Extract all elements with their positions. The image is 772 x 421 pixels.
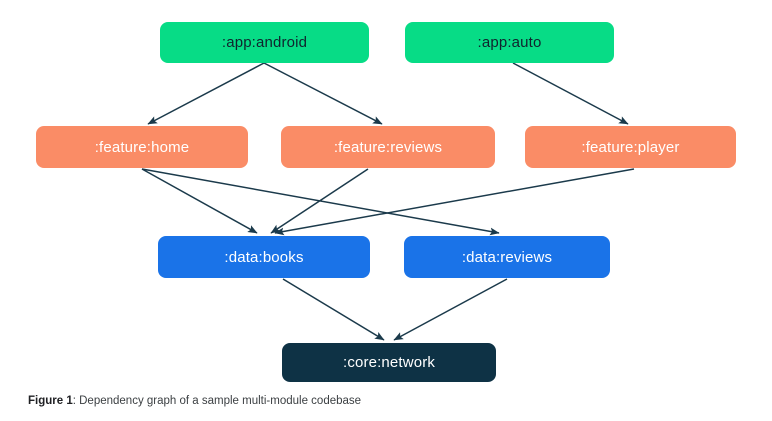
node-feature-home[interactable]: :feature:home [36, 126, 248, 168]
edge-app-android-to-feature-home [147, 62, 265, 125]
node-label: :data:books [224, 248, 304, 266]
figure-caption: Figure 1: Dependency graph of a sample m… [28, 394, 361, 410]
node-data-reviews[interactable]: :data:reviews [404, 236, 610, 278]
node-label: :core:network [343, 354, 435, 371]
node-app-android[interactable]: :app:android [160, 22, 369, 63]
node-label: :data:reviews [461, 248, 553, 266]
node-app-auto[interactable]: :app:auto [405, 22, 614, 63]
node-label: :feature:player [581, 138, 680, 156]
edge-data-books-to-core-network [282, 278, 385, 341]
dependency-graph-figure: :app:android :app:auto :feature:home :fe… [36, 22, 736, 382]
node-data-books[interactable]: :data:books [158, 236, 370, 278]
dependency-edges [141, 62, 635, 341]
node-label: :app:android [221, 34, 308, 51]
edge-data-reviews-to-core-network [393, 278, 508, 341]
edge-feature-home-to-data-reviews [141, 168, 500, 236]
node-label: :feature:reviews [333, 138, 443, 156]
node-feature-reviews[interactable]: :feature:reviews [281, 126, 495, 168]
edge-app-android-to-feature-reviews [263, 62, 383, 125]
node-label: :app:auto [477, 34, 542, 51]
edge-feature-player-to-data-books [274, 168, 635, 236]
edge-feature-reviews-to-data-books [270, 168, 369, 234]
figure-caption-label: Figure 1 [28, 395, 73, 407]
figure-caption-text: : Dependency graph of a sample multi-mod… [72, 395, 362, 407]
edge-feature-home-to-data-books [141, 168, 258, 234]
edge-app-auto-to-feature-player [512, 62, 629, 125]
node-feature-player[interactable]: :feature:player [525, 126, 736, 168]
node-core-network[interactable]: :core:network [282, 343, 496, 382]
node-label: :feature:home [94, 138, 190, 156]
